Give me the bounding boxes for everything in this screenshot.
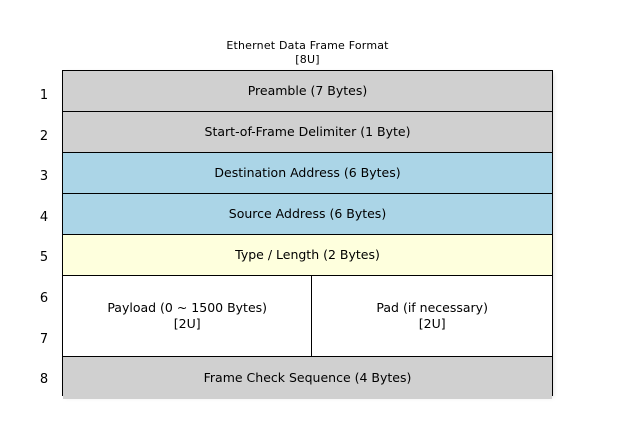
diagram-title: Ethernet Data Frame Format: [226, 39, 389, 52]
frame-field-label: Frame Check Sequence (4 Bytes): [203, 370, 412, 385]
diagram-title-block: Ethernet Data Frame Format [8U]: [62, 39, 553, 67]
frame-field-destination-address-6-bytes: Destination Address (6 Bytes): [63, 153, 552, 193]
frame-row-8: Frame Check Sequence (4 Bytes): [63, 357, 552, 399]
frame-row-3: Destination Address (6 Bytes): [63, 153, 552, 194]
row-number-2: 2: [39, 128, 49, 144]
frame-field-start-of-frame-delimiter-1-byte: Start-of-Frame Delimiter (1 Byte): [63, 112, 552, 152]
frame-field-pad-if-necessary: Pad (if necessary)[2U]: [312, 276, 552, 356]
frame-field-source-address-6-bytes: Source Address (6 Bytes): [63, 194, 552, 234]
frame-field-note: [2U]: [418, 316, 446, 331]
frame-row-6-7: Payload (0 ~ 1500 Bytes)[2U]Pad (if nece…: [63, 276, 552, 357]
row-number-1: 1: [39, 88, 49, 103]
row-number-6: 6: [39, 291, 49, 306]
frame-field-label: Destination Address (6 Bytes): [214, 165, 401, 180]
frame-field-note: [2U]: [173, 316, 201, 331]
frame-row-1: Preamble (7 Bytes): [63, 71, 552, 112]
frame-field-frame-check-sequence-4-bytes: Frame Check Sequence (4 Bytes): [63, 357, 552, 399]
diagram-subtitle: [8U]: [295, 53, 320, 66]
frame-field-label: Pad (if necessary): [376, 300, 488, 315]
frame-field-type-length-2-bytes: Type / Length (2 Bytes): [63, 235, 552, 275]
row-number-8: 8: [39, 372, 49, 388]
frame-field-payload-0-1500-bytes: Payload (0 ~ 1500 Bytes)[2U]: [63, 276, 313, 356]
frame-row-2: Start-of-Frame Delimiter (1 Byte): [63, 112, 552, 153]
row-number-7: 7: [39, 331, 49, 347]
ethernet-frame-table: Preamble (7 Bytes) Start-of-Frame Delimit…: [62, 70, 553, 399]
row-number-gutter: 1 2 3 4 5 6 7 8: [30, 70, 58, 396]
frame-field-label: Source Address (6 Bytes): [228, 206, 387, 221]
frame-field-preamble-7-bytes: Preamble (7 Bytes): [63, 71, 552, 111]
frame-field-label: Payload (0 ~ 1500 Bytes): [107, 300, 268, 315]
row-number-5: 5: [39, 250, 49, 266]
frame-field-label: Type / Length (2 Bytes): [235, 247, 380, 262]
frame-row-4: Source Address (6 Bytes): [63, 194, 552, 235]
frame-field-label: Preamble (7 Bytes): [247, 83, 368, 98]
row-number-3: 3: [39, 169, 49, 185]
row-number-4: 4: [39, 209, 49, 225]
frame-field-label: Start-of-Frame Delimiter (1 Byte): [204, 124, 411, 139]
frame-row-5: Type / Length (2 Bytes): [63, 235, 552, 276]
